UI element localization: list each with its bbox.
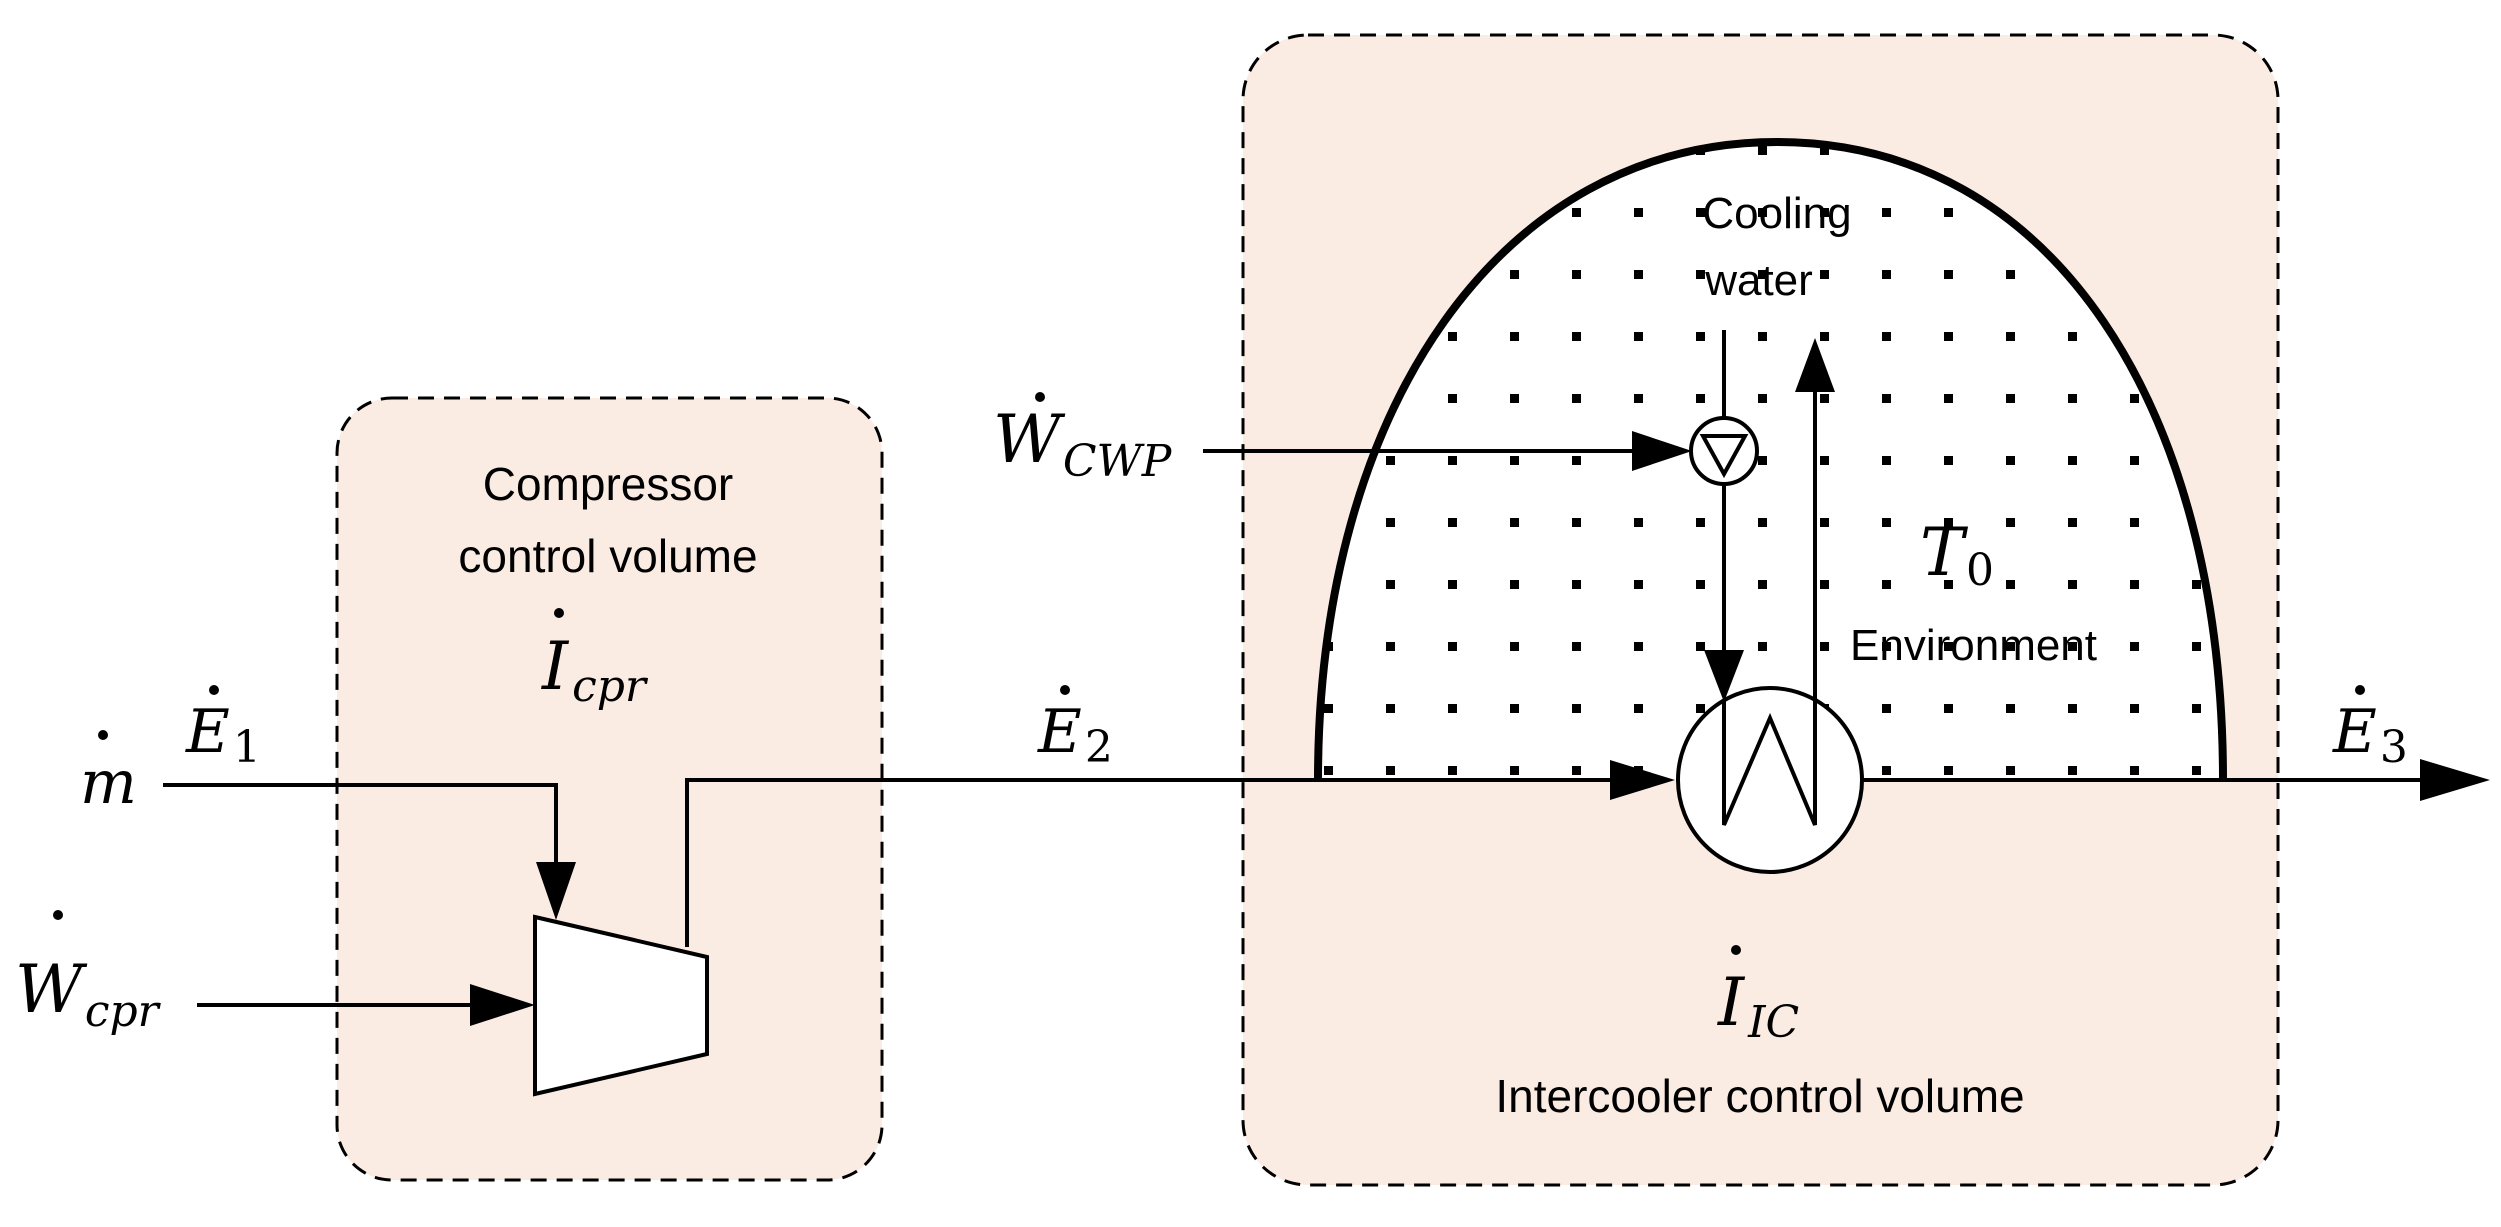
compressor-work-arrow bbox=[197, 984, 535, 1026]
intercooler-cv-title: Intercooler control volume bbox=[1495, 1070, 2024, 1122]
cooling-water-label-line2: water bbox=[1704, 256, 1813, 305]
svg-text:WCWP: WCWP bbox=[993, 401, 1173, 487]
svg-text:E1: E1 bbox=[185, 697, 261, 773]
outlet-stream-line bbox=[1862, 759, 2490, 801]
environment-temperature-label: T0 bbox=[1920, 514, 1994, 596]
svg-text:Wcpr: Wcpr bbox=[15, 951, 162, 1037]
heat-exchanger-icon bbox=[1676, 686, 1864, 874]
svg-text:m: m bbox=[80, 748, 137, 818]
pump-work-arrow bbox=[1203, 431, 1692, 471]
intercooler-irreversibility-label: IIC bbox=[1717, 945, 1799, 1048]
environment-dome bbox=[1314, 137, 2227, 781]
stream-exergy-2-label: E2 bbox=[1037, 685, 1113, 773]
svg-text:E3: E3 bbox=[2332, 697, 2408, 773]
compressor-irreversibility-label: Icpr bbox=[541, 608, 649, 712]
cooling-water-label-line1: Cooling bbox=[1702, 189, 1851, 238]
pump-icon bbox=[1689, 416, 1759, 486]
stream-exergy-1-label: E1 bbox=[185, 685, 261, 773]
mass-flow-label: m bbox=[80, 730, 137, 818]
cooling-water-supply-line bbox=[1704, 330, 1744, 702]
pump-work-label: WCWP bbox=[993, 392, 1173, 487]
compressor-cv-title-line2: control volume bbox=[458, 530, 757, 582]
compressed-stream-line bbox=[685, 760, 1675, 947]
inlet-stream-line bbox=[163, 783, 576, 920]
stream-exergy-3-label: E3 bbox=[2332, 685, 2408, 773]
svg-text:Icpr: Icpr bbox=[541, 628, 649, 712]
compressor-cv-title-line1: Compressor bbox=[483, 458, 734, 510]
environment-label: Environment bbox=[1850, 621, 2097, 670]
svg-text:E2: E2 bbox=[1037, 697, 1113, 773]
svg-text:IIC: IIC bbox=[1717, 964, 1799, 1048]
compressor-control-volume bbox=[335, 396, 884, 1182]
compressor-icon bbox=[533, 914, 709, 1097]
compressor-work-label: Wcpr bbox=[15, 910, 162, 1037]
